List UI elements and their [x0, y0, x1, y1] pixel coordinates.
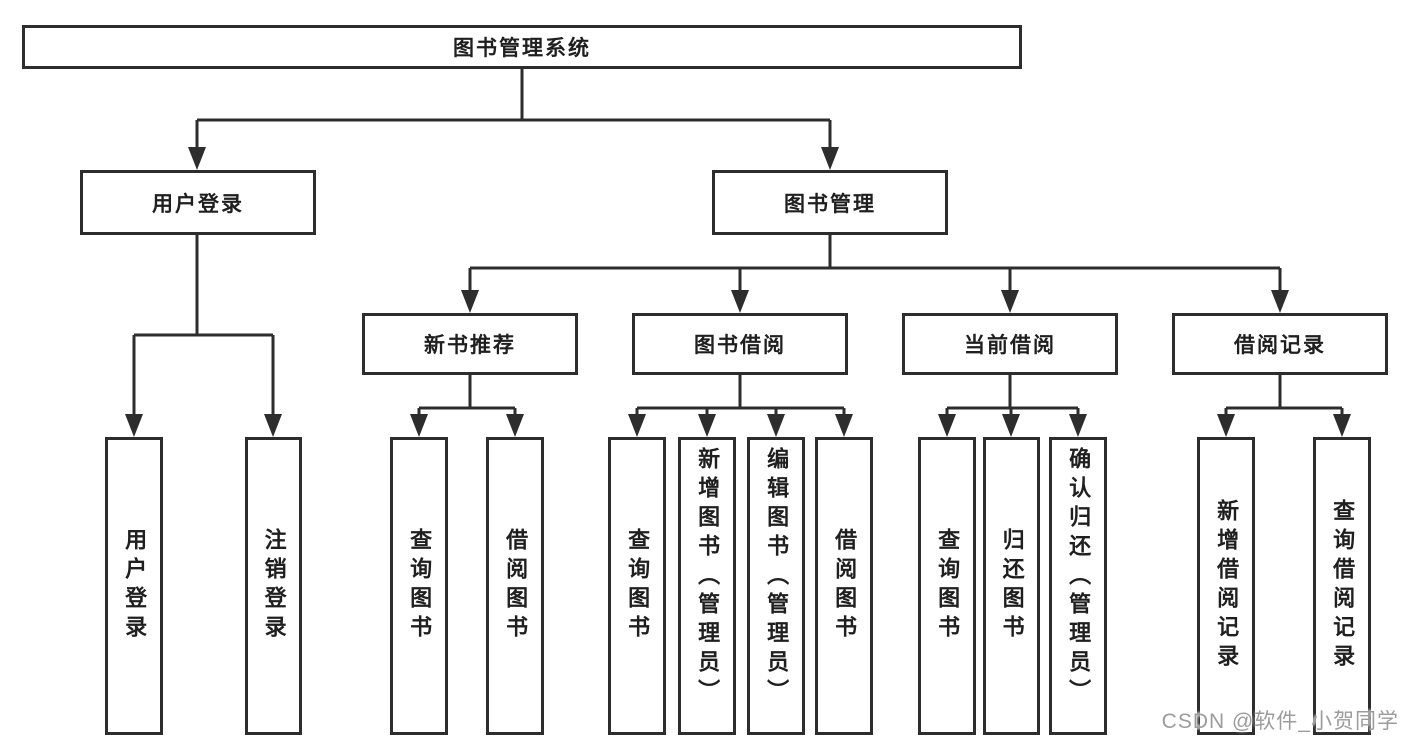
leaf-borrow-book-label: 借阅图书: [832, 528, 858, 644]
node-book-management: 图书管理: [712, 170, 948, 235]
leaf-query-book-recommend-label: 查询图书: [407, 528, 433, 644]
node-current-borrow: 当前借阅: [902, 313, 1118, 375]
leaf-borrow-book: 借阅图书: [815, 437, 873, 735]
leaf-query-book-current: 查询图书: [918, 437, 976, 735]
arrow-down-icon: [767, 414, 785, 437]
arrow-down-icon: [188, 147, 206, 170]
arrow-down-icon: [835, 414, 853, 437]
leaf-add-book-admin-label: 新增图书（管理员）: [695, 447, 721, 708]
arrow-down-icon: [264, 414, 282, 437]
node-user-login: 用户登录: [80, 170, 316, 235]
node-new-book-recommend: 新书推荐: [362, 313, 578, 375]
arrow-down-icon: [125, 414, 143, 437]
node-book-borrow: 图书借阅: [632, 313, 848, 375]
leaf-query-book-current-label: 查询图书: [935, 528, 961, 644]
node-book-borrow-label: 图书借阅: [694, 334, 786, 357]
arrow-down-icon: [1333, 414, 1351, 437]
arrow-down-icon: [461, 290, 479, 313]
arrow-down-icon: [1002, 414, 1020, 437]
leaf-borrow-book-recommend-label: 借阅图书: [503, 528, 529, 644]
leaf-query-book-recommend: 查询图书: [390, 437, 448, 735]
node-current-borrow-label: 当前借阅: [964, 334, 1056, 357]
node-new-book-recommend-label: 新书推荐: [424, 334, 516, 357]
leaf-query-book-borrow: 查询图书: [608, 437, 666, 735]
arrow-down-icon: [1217, 414, 1235, 437]
node-borrow-record-label: 借阅记录: [1234, 334, 1326, 357]
node-library-system: 图书管理系统: [22, 25, 1022, 69]
arrow-down-icon: [506, 414, 524, 437]
csdn-watermark: CSDN @软件_小贺同学: [1161, 710, 1399, 733]
node-library-system-label: 图书管理系统: [453, 37, 591, 60]
arrow-down-icon: [1271, 290, 1289, 313]
arrow-down-icon: [698, 414, 716, 437]
leaf-edit-book-admin: 编辑图书（管理员）: [747, 437, 805, 735]
arrow-down-icon: [410, 414, 428, 437]
leaf-logout: 注销登录: [245, 437, 302, 735]
node-book-management-label: 图书管理: [784, 192, 876, 216]
arrow-down-icon: [1001, 290, 1019, 313]
leaf-add-book-admin: 新增图书（管理员）: [678, 437, 736, 735]
leaf-confirm-return-admin-label: 确认归还（管理员）: [1066, 447, 1092, 708]
leaf-query-book-borrow-label: 查询图书: [625, 528, 651, 644]
arrow-down-icon: [731, 290, 749, 313]
node-borrow-record: 借阅记录: [1172, 313, 1388, 375]
leaf-add-borrow-record: 新增借阅记录: [1197, 437, 1255, 735]
leaf-user-login: 用户登录: [105, 437, 163, 735]
leaf-query-borrow-record-label: 查询借阅记录: [1330, 499, 1356, 673]
tree-edges: [132, 68, 1344, 415]
leaf-edit-book-admin-label: 编辑图书（管理员）: [764, 447, 790, 708]
arrow-down-icon: [1069, 414, 1087, 437]
leaf-query-borrow-record: 查询借阅记录: [1313, 437, 1371, 735]
leaf-user-login-label: 用户登录: [122, 528, 148, 644]
leaf-confirm-return-admin: 确认归还（管理员）: [1049, 437, 1107, 735]
leaf-borrow-book-recommend: 借阅图书: [486, 437, 544, 735]
arrow-down-icon: [628, 414, 646, 437]
arrow-down-icon: [821, 147, 839, 170]
leaf-add-borrow-record-label: 新增借阅记录: [1214, 499, 1240, 673]
leaf-logout-label: 注销登录: [261, 528, 287, 644]
node-user-login-label: 用户登录: [152, 192, 244, 216]
arrow-down-icon: [938, 414, 956, 437]
leaf-return-book-label: 归还图书: [999, 528, 1025, 644]
arrowheads: [125, 147, 1351, 437]
leaf-return-book: 归还图书: [983, 437, 1040, 735]
